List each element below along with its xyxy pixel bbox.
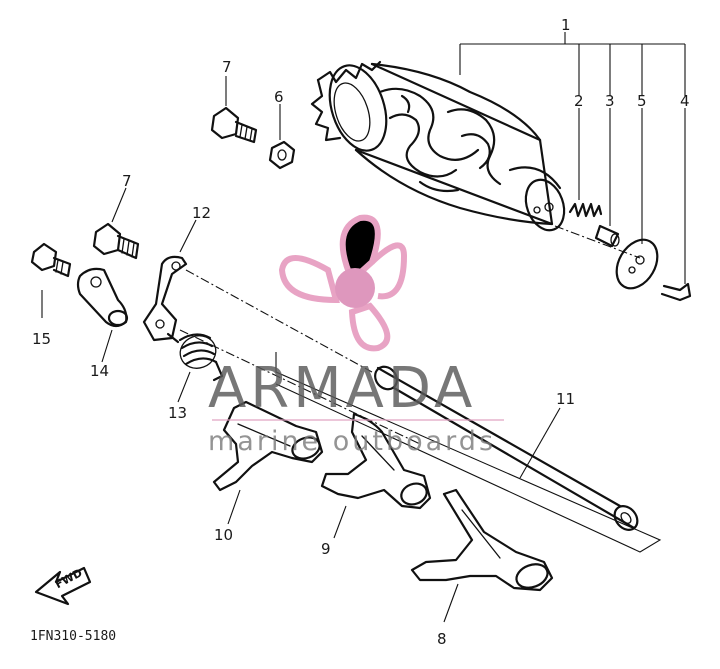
logo-blade-right [348,302,391,352]
shift-fork-10 [212,400,324,525]
watermark-tagline: marine outboards [208,426,496,457]
callout-5: 5 [637,92,647,110]
drum-screw [660,282,692,302]
callout-3: 3 [605,92,615,110]
logo-hub [335,268,375,308]
shift-bracket [142,219,197,342]
callout-6: 6 [274,88,284,106]
callout-10: 10 [214,526,233,544]
bar-axis-line-lower [179,329,421,445]
armada-logo [278,214,408,352]
drum-pin [594,224,620,248]
callout-15: 15 [32,330,51,348]
bolt-middle [92,187,140,260]
logo-blade-left [278,255,340,304]
callout-4: 4 [680,92,690,110]
callout-13: 13 [168,404,187,422]
bar-axis-line-upper [185,269,373,373]
leader-part-1 [459,32,686,284]
washer [268,104,296,170]
bolt-upper [210,76,258,144]
watermark-brand: ARMADA [208,356,476,421]
callout-8: 8 [437,630,447,648]
bar-bracket-line [275,352,662,553]
guide-bar [374,365,639,531]
callout-7-upper: 7 [222,58,232,76]
shift-drum [310,60,566,232]
shift-fork-8 [410,488,554,623]
logo-blade-top [339,214,381,286]
drawing-code: 1FN310-5180 [30,629,116,644]
logo-blade-outer [369,242,408,300]
callout-11: 11 [556,390,575,408]
stopper-lever [76,267,129,363]
callout-7-lower: 7 [122,172,132,190]
torsion-spring [166,332,224,403]
drum-axis-line [554,225,641,259]
callout-1: 1 [561,16,571,34]
forward-direction-arrow: FWD [34,566,92,606]
callout-12: 12 [192,204,211,222]
callout-9: 9 [321,540,331,558]
callout-14: 14 [90,362,109,380]
callout-2: 2 [574,92,584,110]
bolt-stopper [30,242,72,278]
drum-plate [615,238,659,290]
drum-spring [568,202,603,218]
